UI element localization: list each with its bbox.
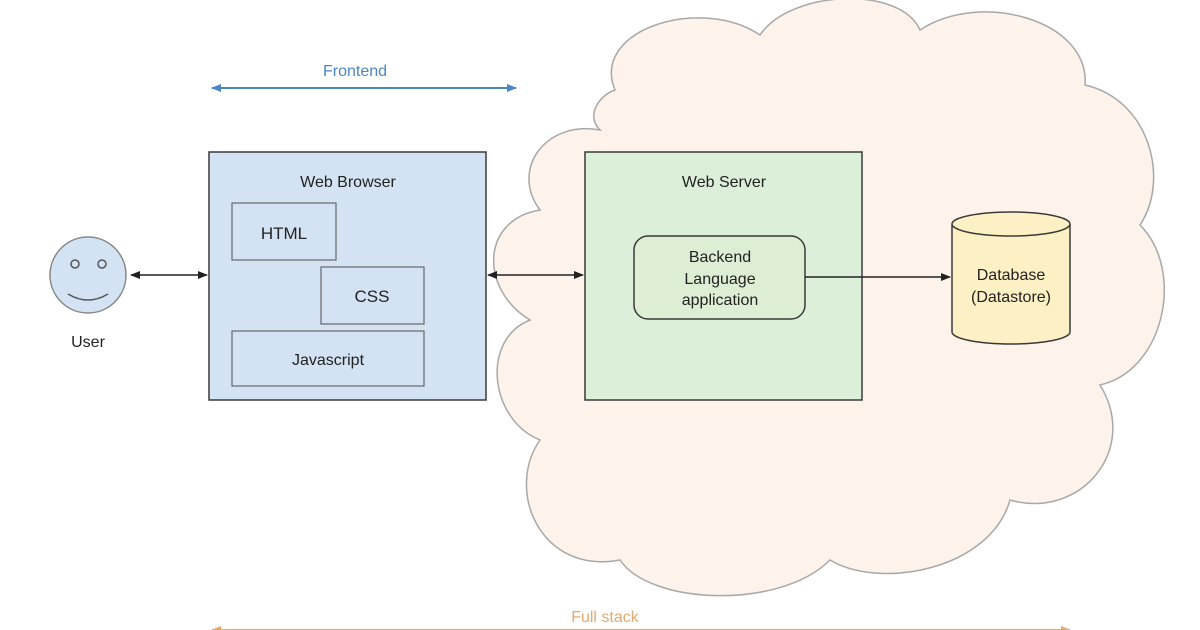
html-box — [231, 202, 337, 261]
css-box — [320, 266, 425, 325]
web-server-title: Web Server — [682, 174, 767, 191]
smiley-left-eye — [70, 259, 80, 269]
full-stack-label: Full stack — [571, 609, 640, 626]
javascript-label: Javascript — [292, 352, 365, 369]
web-browser-box: Web Browser HTML CSS Javascript — [208, 151, 487, 401]
user-label: User — [71, 334, 105, 351]
frontend-label: Frontend — [323, 63, 387, 80]
cylinder-database-icon: Database (Datastore) — [951, 211, 1071, 345]
database-body — [951, 224, 1071, 345]
user: User — [49, 236, 127, 351]
smiley-right-eye — [97, 259, 107, 269]
database-label-line2: (Datastore) — [971, 289, 1051, 306]
smiley-face-icon — [49, 236, 127, 314]
database-top — [951, 211, 1071, 237]
database-label-line1: Database — [977, 267, 1046, 284]
javascript-box — [231, 330, 425, 387]
backend-label-line2: Language — [684, 271, 755, 288]
html-label: HTML — [261, 224, 307, 243]
web-browser-title: Web Browser — [300, 174, 396, 191]
smiley-mouth — [67, 293, 109, 301]
css-label: CSS — [355, 287, 390, 306]
web-server-box: Web Server Backend Language application — [584, 151, 863, 401]
backend-label-line3: application — [682, 292, 759, 309]
backend-label-line1: Backend — [689, 249, 751, 266]
